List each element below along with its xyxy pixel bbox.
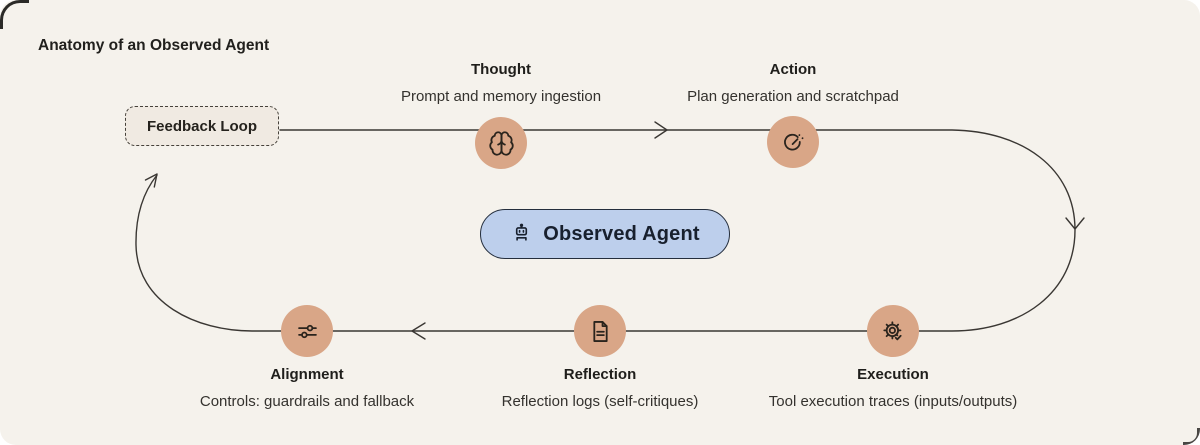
node-circle-action bbox=[767, 116, 819, 168]
node-subtitle-execution: Tool execution traces (inputs/outputs) bbox=[768, 393, 1018, 410]
node-circle-thought bbox=[475, 117, 527, 169]
file-text-icon bbox=[592, 320, 608, 342]
corner-accent-top-left bbox=[0, 0, 29, 29]
observed-agent-pill: Observed Agent bbox=[480, 209, 730, 259]
brain-icon bbox=[488, 130, 514, 156]
arrowhead-right-icon bbox=[654, 121, 668, 139]
sliders-icon bbox=[297, 324, 317, 338]
node-circle-alignment bbox=[281, 305, 333, 357]
feedback-loop-label: Feedback Loop bbox=[146, 117, 258, 135]
node-subtitle-reflection: Reflection logs (self-critiques) bbox=[501, 393, 699, 410]
node-subtitle-action: Plan generation and scratchpad bbox=[687, 88, 899, 105]
arrowhead-left-icon bbox=[411, 322, 426, 340]
node-circle-reflection bbox=[574, 305, 626, 357]
gauge-sparkle-icon bbox=[783, 133, 803, 150]
node-title-execution: Execution bbox=[857, 366, 929, 383]
bot-icon bbox=[516, 223, 528, 241]
arrowhead-up-icon bbox=[144, 173, 158, 188]
feedback-loop-box: Feedback Loop bbox=[125, 106, 279, 146]
arrowhead-down-icon bbox=[1065, 217, 1085, 230]
node-subtitle-thought: Prompt and memory ingestion bbox=[400, 88, 602, 105]
node-title-action: Action bbox=[769, 61, 817, 78]
observed-agent-label: Observed Agent bbox=[543, 222, 700, 245]
gear-check-icon bbox=[882, 320, 902, 340]
node-title-thought: Thought bbox=[471, 61, 531, 78]
page-title: Anatomy of an Observed Agent bbox=[38, 37, 270, 54]
corner-accent-bottom-right bbox=[1183, 428, 1200, 445]
node-subtitle-alignment: Controls: guardrails and fallback bbox=[199, 393, 415, 410]
node-title-reflection: Reflection bbox=[563, 366, 637, 383]
node-title-alignment: Alignment bbox=[270, 366, 344, 383]
node-circle-execution bbox=[867, 305, 919, 357]
